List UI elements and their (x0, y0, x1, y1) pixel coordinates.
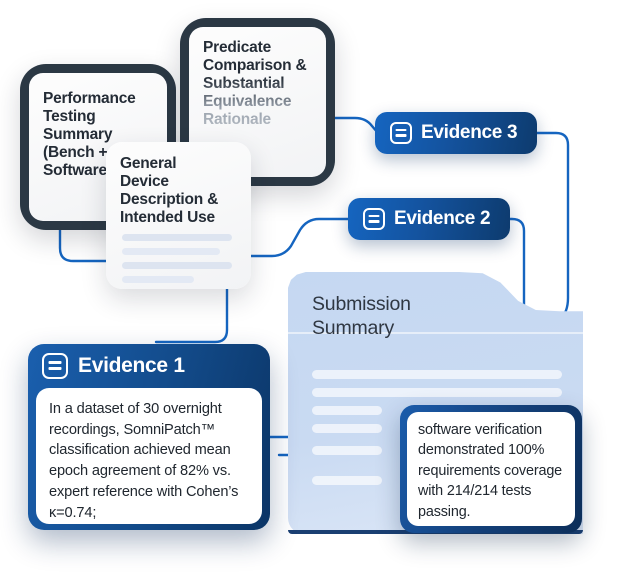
placeholder-line (312, 388, 562, 397)
document-card-general-device[interactable]: General Device Description & Intended Us… (106, 142, 251, 289)
document-lines-icon (42, 353, 68, 379)
placeholder-line (122, 276, 194, 283)
placeholder-line (122, 248, 220, 255)
placeholder-line (312, 406, 382, 415)
placeholder-line (122, 234, 232, 241)
document-title-performance-testing: Performance Testing Summary (Bench + Sof… (43, 90, 136, 179)
wire-generaldevice-to-evidence2 (243, 217, 354, 258)
submission-divider (288, 332, 583, 334)
evidence-1-header: Evidence 1 (28, 344, 270, 388)
placeholder-line (312, 476, 382, 485)
card-evidence-1[interactable]: Evidence 1 In a dataset of 30 overnight … (28, 344, 270, 530)
submission-summary-title: Submission Summary (312, 293, 411, 340)
evidence-1-label: Evidence 1 (78, 354, 185, 377)
document-title-predicate-comparison: Predicate Comparison & Substantial Equiv… (203, 39, 322, 129)
badge-label: Evidence 2 (394, 208, 491, 229)
evidence-1-body-text: In a dataset of 30 overnight recordings,… (36, 388, 262, 524)
document-title-general-device: General Device Description & Intended Us… (120, 155, 219, 226)
tooltip-body-text: software verification demonstrated 100% … (407, 412, 575, 526)
placeholder-line (312, 424, 382, 433)
card-tooltip-software-verification[interactable]: software verification demonstrated 100% … (400, 405, 582, 533)
placeholder-line (122, 262, 232, 269)
badge-evidence-2[interactable]: Evidence 2 (348, 198, 511, 240)
badge-label: Evidence 3 (421, 122, 518, 143)
placeholder-line (312, 446, 382, 455)
document-lines-icon (363, 208, 385, 230)
placeholder-line (312, 370, 562, 379)
badge-evidence-3[interactable]: Evidence 3 (375, 112, 538, 154)
document-lines-icon (390, 122, 412, 144)
